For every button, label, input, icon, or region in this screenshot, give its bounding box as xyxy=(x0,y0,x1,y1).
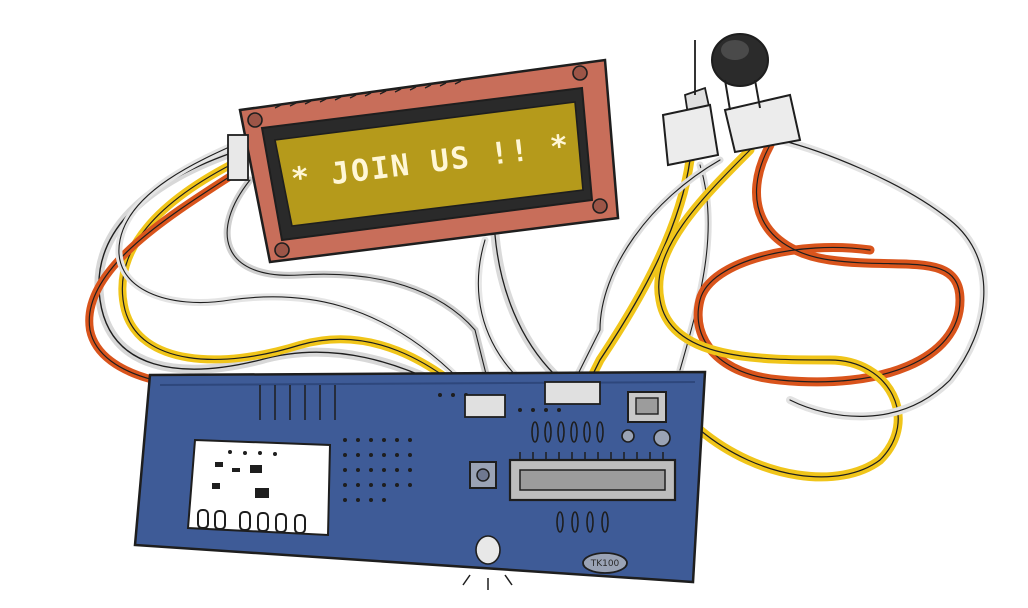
push-button xyxy=(469,461,497,489)
voltage-regulator xyxy=(621,391,671,447)
transistor-marking: TK100 xyxy=(590,559,620,569)
wire-bundle-center xyxy=(474,230,580,400)
lcd-side-connector xyxy=(227,134,249,181)
led xyxy=(462,535,513,590)
potentiometer xyxy=(661,33,802,167)
wifi-module xyxy=(186,438,332,537)
pcb-connector xyxy=(464,381,601,418)
resistor-row xyxy=(531,421,609,533)
transistor: TK100 xyxy=(582,552,628,574)
pcb-through-holes xyxy=(343,393,561,502)
wire-bundle-left xyxy=(85,136,499,424)
wire-bundle-right xyxy=(566,136,988,482)
lcd-pin-header xyxy=(274,80,462,109)
pcb-traces xyxy=(259,385,336,420)
ic-chip xyxy=(508,452,677,502)
lcd-mount-holes xyxy=(247,65,608,258)
module-components xyxy=(212,450,277,498)
lcd-module: * JOIN US !! * xyxy=(238,58,620,264)
module-pads xyxy=(197,509,306,534)
